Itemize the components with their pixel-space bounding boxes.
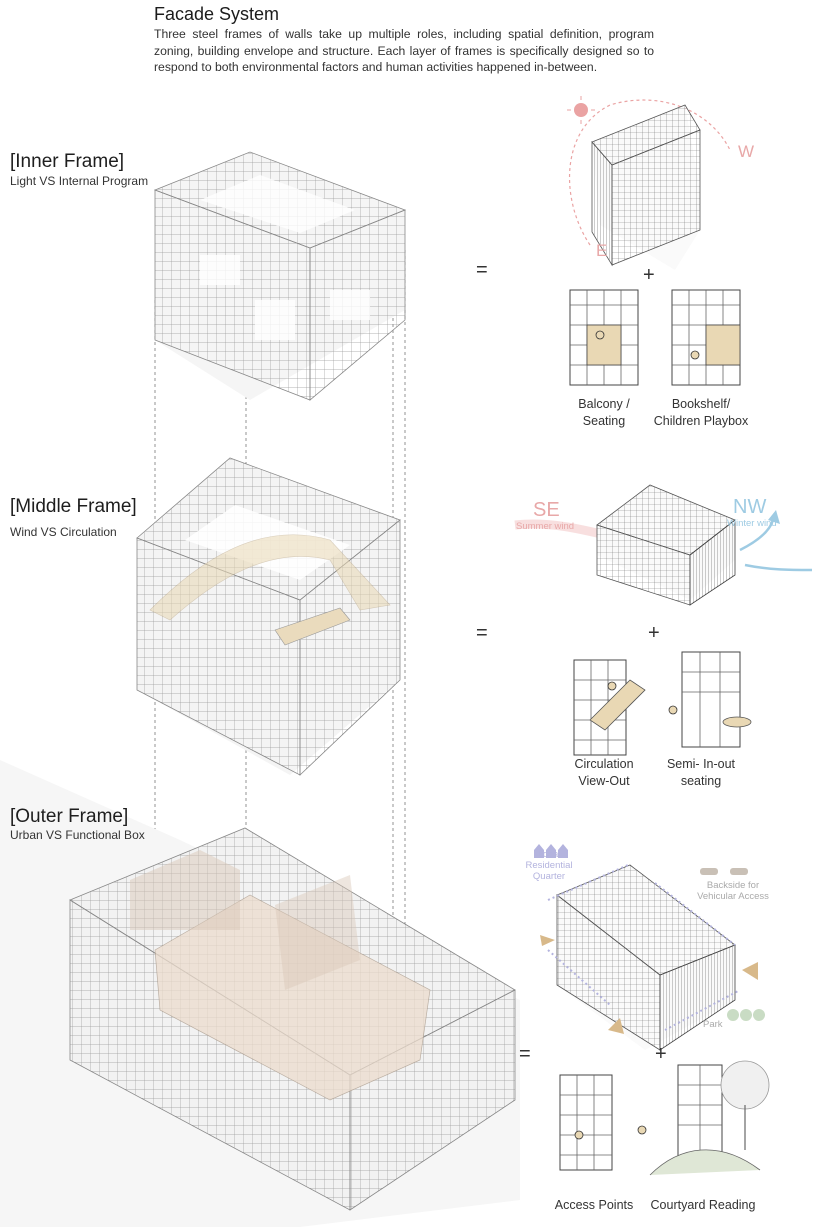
wind-diagram: [514, 484, 813, 606]
circulation-caption: Circulation View-Out: [560, 756, 648, 790]
semi-seating-caption: Semi- In-out seating: [655, 756, 747, 790]
label-line: Vehicular Access: [697, 891, 769, 902]
caption-line: seating: [680, 774, 722, 788]
inner-equals-sign: =: [476, 259, 488, 281]
page-description: Three steel frames of walls take up mult…: [154, 27, 654, 74]
caption-line: Children Playbox: [653, 414, 749, 428]
sun-path-diagram: [567, 96, 731, 270]
caption-line: View-Out: [578, 774, 630, 788]
outer-frame-box: [0, 760, 520, 1227]
courtyard-reading-caption: Courtyard Reading: [650, 1198, 756, 1212]
label-line: Local: [537, 849, 561, 860]
middle-frame-box: [136, 457, 401, 776]
access-points-pictogram: [559, 1074, 613, 1171]
nw-wind-label: NW: [733, 496, 767, 518]
label-line: Backside for: [706, 880, 760, 891]
circulation-pictogram: [573, 659, 646, 756]
inner-frame-subtitle: Light VS Internal Program: [10, 174, 149, 188]
caption-line: Bookshelf/: [671, 397, 731, 411]
label-line: Quarter: [532, 871, 566, 882]
caption-line: Circulation: [574, 757, 634, 771]
se-wind-label: SE: [533, 499, 560, 521]
middle-frame-subtitle: Wind VS Circulation: [10, 525, 117, 539]
park-trees-icon: [727, 1009, 765, 1021]
inner-frame-title: [Inner Frame]: [10, 151, 125, 172]
balcony-seating-pictogram: [569, 289, 639, 386]
label-line: Residential: [525, 860, 573, 871]
summer-wind-label: Summer wind: [516, 521, 575, 532]
middle-frame-title: [Middle Frame]: [10, 496, 137, 517]
sun-west-label: W: [738, 142, 755, 161]
outer-plus-sign: +: [655, 1043, 667, 1065]
semi-in-out-seating-pictogram: [668, 651, 752, 748]
caption-line: Balcony /: [578, 397, 630, 411]
bookshelf-playbox-pictogram: [671, 289, 741, 386]
backside-vehicular-label: Backside for Vehicular Access: [688, 880, 778, 902]
urban-context-diagram: [534, 844, 765, 1051]
middle-plus-sign: +: [648, 622, 660, 644]
sun-east-label: E: [596, 241, 608, 260]
courtyard-reading-pictogram: [637, 1060, 770, 1176]
winter-wind-label: Winter wind: [727, 518, 777, 529]
local-residential-label: Local Residential Quarter: [522, 849, 576, 882]
middle-equals-sign: =: [476, 622, 488, 644]
inner-frame-box: [153, 151, 407, 401]
access-points-caption: Access Points: [554, 1198, 634, 1212]
outer-frame-subtitle: Urban VS Functional Box: [10, 828, 145, 842]
park-label: Park: [703, 1019, 723, 1030]
bookshelf-caption: Bookshelf/ Children Playbox: [645, 396, 757, 430]
outer-equals-sign: =: [519, 1043, 531, 1065]
caption-line: Semi- In-out: [666, 757, 736, 771]
inner-plus-sign: +: [643, 264, 655, 286]
balcony-seating-caption: Balcony / Seating: [560, 396, 648, 430]
page-title: Facade System: [154, 4, 280, 24]
outer-frame-title: [Outer Frame]: [10, 806, 129, 827]
caption-line: Seating: [582, 414, 626, 428]
